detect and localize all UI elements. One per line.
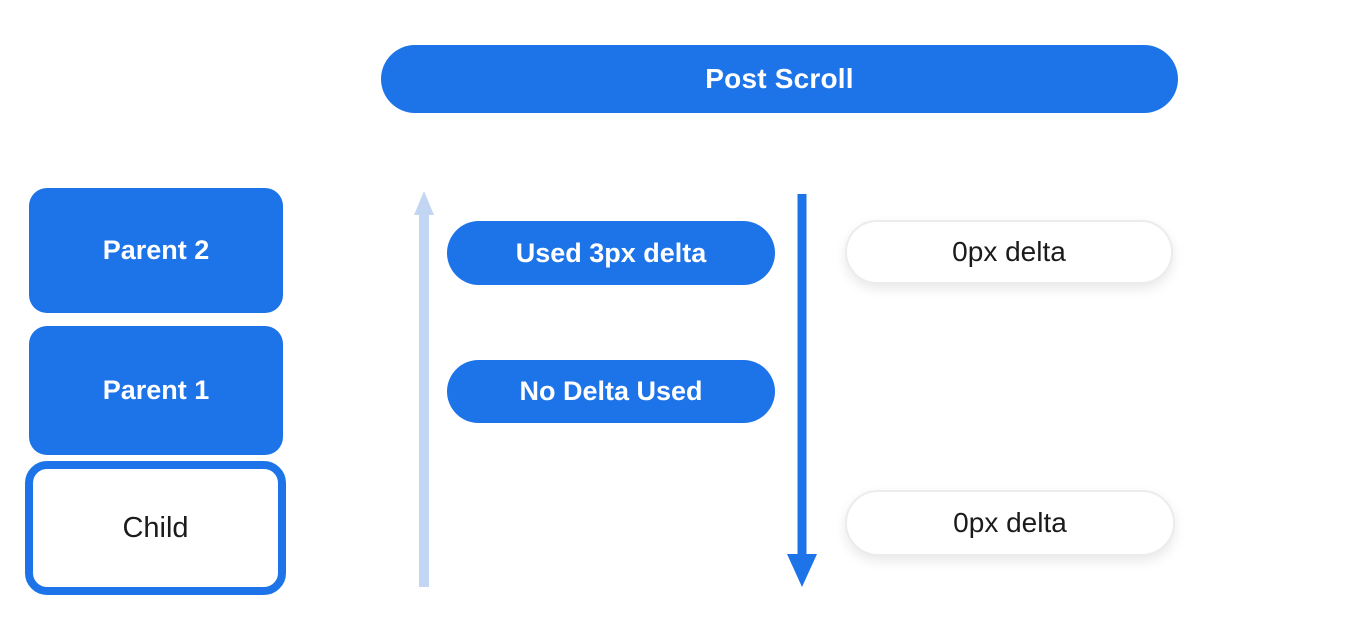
parent2-0px-delta-label: 0px delta xyxy=(952,236,1066,267)
parent-2-box: Parent 2 xyxy=(29,188,283,313)
used-3px-delta-pill: Used 3px delta xyxy=(447,221,775,285)
no-delta-used-pill: No Delta Used xyxy=(447,360,775,423)
child-box: Child xyxy=(25,461,286,595)
post-scroll-header-label: Post Scroll xyxy=(705,63,854,94)
parent-1-box: Parent 1 xyxy=(29,326,283,455)
no-delta-used-label: No Delta Used xyxy=(519,376,703,406)
child-0px-delta-pill: 0px delta xyxy=(845,490,1175,556)
child-label: Child xyxy=(122,511,189,544)
parent-1-label: Parent 1 xyxy=(102,375,210,405)
parent-2-label: Parent 2 xyxy=(102,235,210,265)
up-arrow-icon xyxy=(414,191,434,587)
parent2-0px-delta-pill: 0px delta xyxy=(845,220,1173,284)
child-0px-delta-label: 0px delta xyxy=(953,507,1067,538)
used-3px-delta-label: Used 3px delta xyxy=(515,237,707,268)
down-arrow-icon xyxy=(787,194,817,587)
post-scroll-header: Post Scroll xyxy=(381,45,1178,113)
